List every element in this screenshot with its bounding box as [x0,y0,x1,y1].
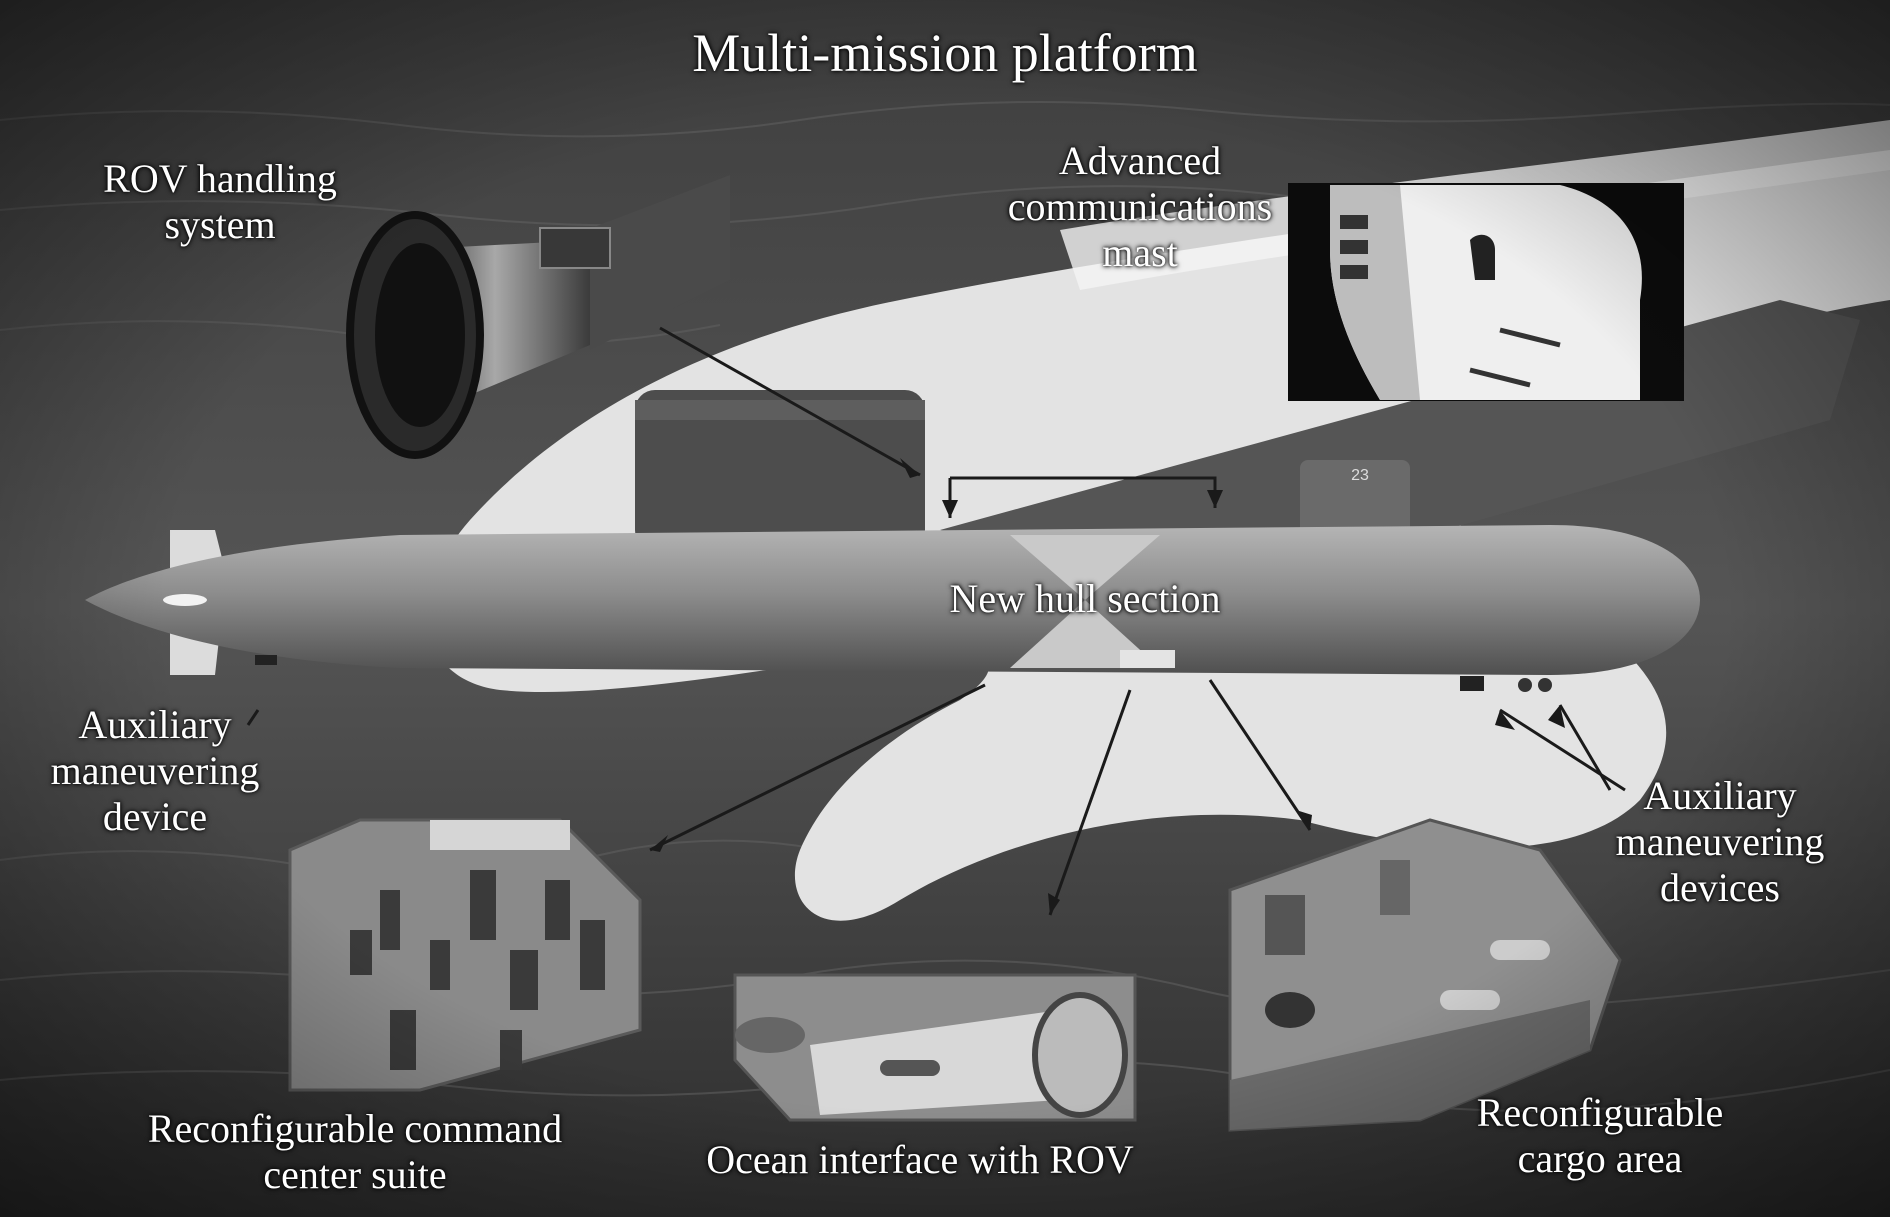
label-line: maneuvering [10,748,300,794]
label-line: ROV handling [60,156,380,202]
label-line: Advanced [980,138,1300,184]
label-line: Reconfigurable command [110,1106,600,1152]
label-line: system [60,202,380,248]
label-line: devices [1570,865,1870,911]
label-line: Auxiliary [10,702,300,748]
label-line: Reconfigurable [1440,1090,1760,1136]
label-line: mast [980,230,1300,276]
label-command-center-suite: Reconfigurable command center suite [110,1106,600,1198]
label-line: cargo area [1440,1136,1760,1182]
label-ocean-interface: Ocean interface with ROV [670,1137,1170,1183]
label-line: Auxiliary [1570,773,1870,819]
label-new-hull-section: New hull section [920,576,1250,622]
label-cargo-area: Reconfigurable cargo area [1440,1090,1760,1182]
label-line: device [10,794,300,840]
label-line: maneuvering [1570,819,1870,865]
label-auxiliary-maneuvering-device: Auxiliary maneuvering device [10,702,300,840]
label-auxiliary-maneuvering-devices: Auxiliary maneuvering devices [1570,773,1870,911]
diagram-title: Multi-mission platform [0,22,1890,84]
label-communications-mast: Advanced communications mast [980,138,1300,276]
label-line: communications [980,184,1300,230]
label-line: center suite [110,1152,600,1198]
label-rov-handling-system: ROV handling system [60,156,380,248]
